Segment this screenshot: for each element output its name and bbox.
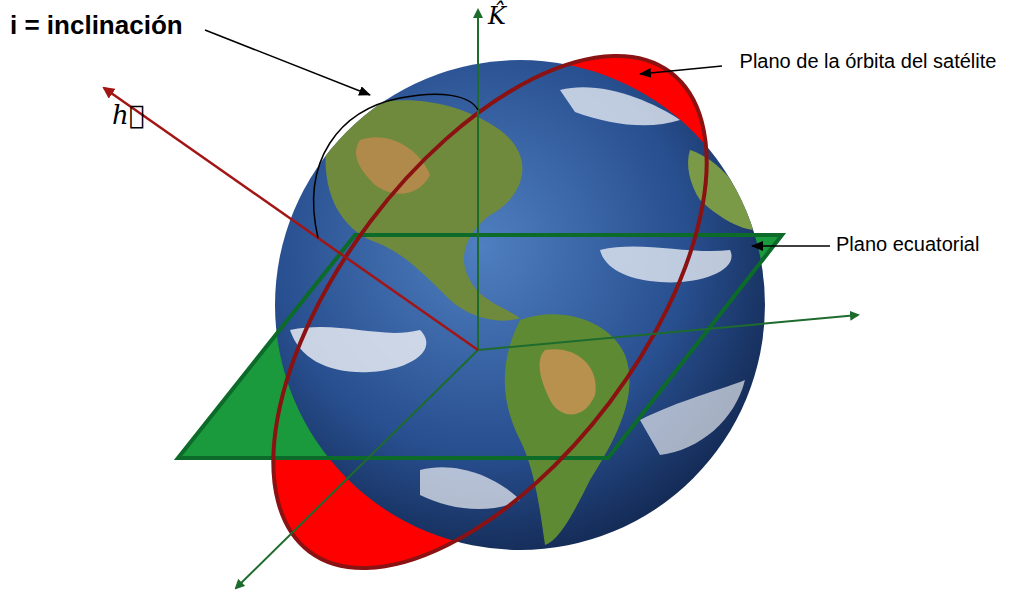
orbit-plane-label: Plano de la órbita del satélite [728,48,1008,74]
h-vector [104,88,478,350]
y-axis [478,315,858,350]
inclination-arc [314,94,478,238]
orbit-plane-fill [190,0,791,596]
leader-line [205,30,370,95]
orbit-plane-outline [190,0,791,596]
x-axis [236,350,478,588]
leader-line [752,245,830,247]
k-axis [477,10,479,350]
leader-line [640,66,722,74]
axis-label: K̂ [488,2,506,30]
earth-land [290,87,755,545]
inclination-label: i = inclinación [10,10,183,41]
equatorial-plane-label: Plano ecuatorial [836,233,979,256]
vector-label: h⃗ [112,100,144,130]
equatorial-plane-outline [178,235,782,458]
